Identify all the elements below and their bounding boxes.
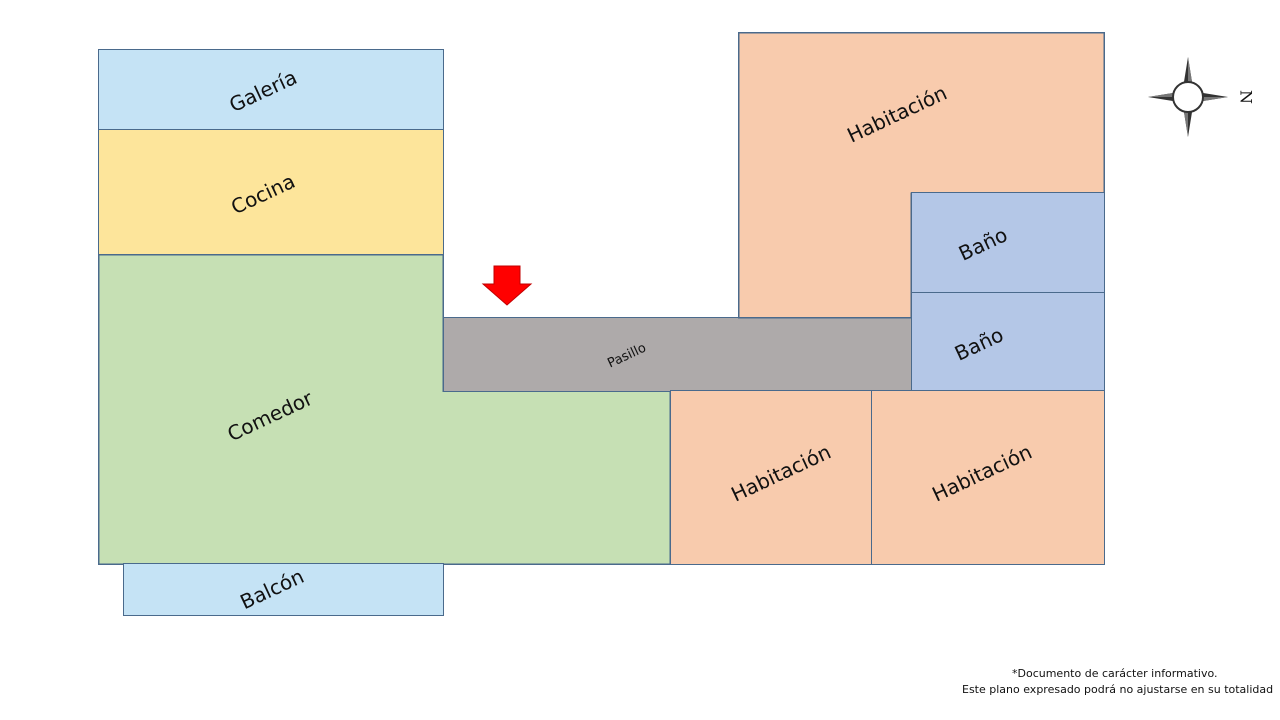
- compass-label: N: [1237, 90, 1256, 104]
- room-habitacion-centro: [670, 390, 873, 565]
- compass: N: [1140, 52, 1260, 146]
- compass-rose-icon: N: [1148, 57, 1256, 137]
- room-bano-2: [911, 292, 1105, 392]
- room-galeria: [98, 49, 444, 131]
- red-arrow-down-icon: [481, 265, 533, 306]
- footer-note-2: Este plano expresado podrá no ajustarse …: [962, 683, 1274, 696]
- room-bano-1: [911, 192, 1105, 294]
- room-pasillo: [443, 317, 913, 392]
- room-habitacion-este: [871, 390, 1105, 565]
- room-cocina: [98, 129, 444, 256]
- room-balcon: [123, 563, 444, 616]
- footer-note-1: *Documento de carácter informativo.: [1012, 667, 1218, 680]
